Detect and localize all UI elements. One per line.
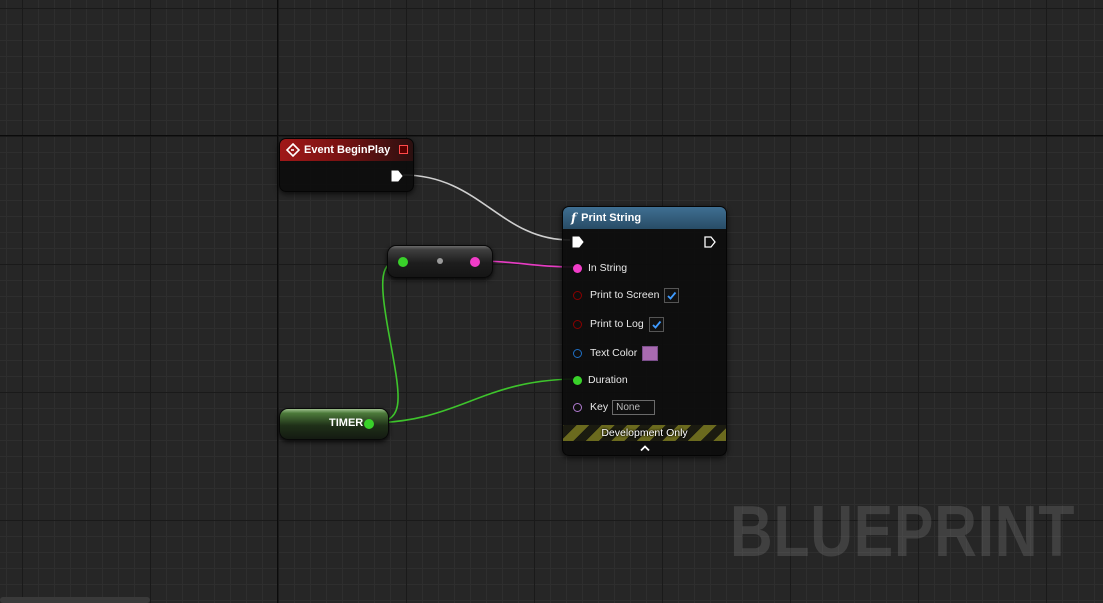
function-icon: f bbox=[571, 211, 577, 225]
horizontal-scrollbar[interactable] bbox=[0, 597, 150, 603]
exec-out-pin[interactable] bbox=[391, 170, 403, 182]
event-diamond-icon bbox=[286, 143, 300, 157]
print-to-screen-label: Print to Screen bbox=[590, 289, 660, 301]
print-to-log-pin[interactable] bbox=[573, 319, 582, 329]
text-color-label: Text Color bbox=[590, 347, 638, 359]
duration-pin[interactable] bbox=[573, 375, 582, 385]
print-string-node[interactable]: f Print String In String Print to Screen… bbox=[562, 206, 727, 456]
key-label: Key bbox=[590, 401, 609, 413]
event-begin-play-header[interactable]: Event BeginPlay bbox=[280, 139, 413, 161]
text-color-row[interactable]: Text Color bbox=[563, 345, 659, 361]
grid-axis-horizontal bbox=[0, 135, 1103, 136]
print-to-screen-pin[interactable] bbox=[573, 290, 582, 300]
timer-label: TIMER bbox=[329, 417, 364, 429]
key-row[interactable]: Key None bbox=[563, 399, 656, 415]
reroute-input-pin[interactable] bbox=[398, 257, 408, 267]
checkmark-icon bbox=[667, 291, 677, 300]
blueprint-watermark: BLUEPRINT bbox=[730, 492, 1076, 572]
duration-wire bbox=[367, 378, 579, 424]
grid-axis-vertical bbox=[277, 0, 278, 603]
key-input[interactable]: None bbox=[612, 399, 656, 415]
key-pin[interactable] bbox=[573, 402, 582, 412]
print-string-title: Print String bbox=[581, 212, 642, 224]
text-color-pin[interactable] bbox=[573, 348, 582, 358]
delegate-pin-icon[interactable] bbox=[399, 145, 408, 154]
development-only-label: Development Only bbox=[601, 427, 688, 439]
chevron-up-icon[interactable] bbox=[639, 444, 651, 452]
print-string-header[interactable]: f Print String bbox=[563, 207, 726, 229]
print-to-log-checkbox[interactable] bbox=[648, 316, 664, 332]
print-to-log-label: Print to Log bbox=[590, 318, 644, 330]
text-color-swatch[interactable] bbox=[642, 345, 659, 361]
duration-row[interactable]: Duration bbox=[563, 372, 628, 388]
event-begin-play-title: Event BeginPlay bbox=[304, 144, 391, 156]
development-only-banner: Development Only bbox=[563, 425, 726, 441]
exec-wire bbox=[402, 174, 571, 241]
exec-out-pin[interactable] bbox=[704, 236, 716, 248]
event-begin-play-node[interactable]: Event BeginPlay bbox=[279, 138, 414, 192]
timer-to-reroute-wire bbox=[367, 260, 403, 424]
in-string-label: In String bbox=[588, 262, 628, 274]
print-to-screen-row[interactable]: Print to Screen bbox=[563, 287, 680, 303]
duration-label: Duration bbox=[588, 374, 628, 386]
exec-in-pin[interactable] bbox=[572, 236, 584, 248]
timer-variable-node[interactable]: TIMER bbox=[279, 408, 389, 440]
reroute-output-pin[interactable] bbox=[470, 257, 480, 267]
in-string-row[interactable]: In String bbox=[563, 260, 627, 276]
reroute-node[interactable] bbox=[387, 245, 493, 278]
reroute-knot-dot bbox=[437, 258, 443, 264]
checkmark-icon bbox=[652, 320, 661, 329]
timer-output-pin[interactable] bbox=[364, 419, 374, 429]
print-to-log-row[interactable]: Print to Log bbox=[563, 316, 664, 332]
in-string-pin[interactable] bbox=[573, 263, 582, 273]
print-to-screen-checkbox[interactable] bbox=[664, 287, 680, 303]
